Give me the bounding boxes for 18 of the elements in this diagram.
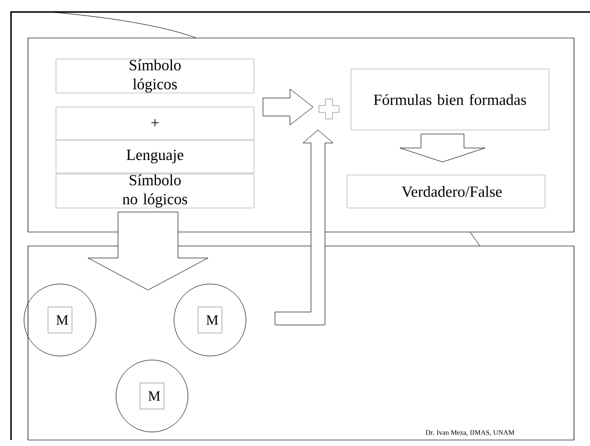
letter-box: M — [140, 382, 164, 410]
circle — [174, 284, 246, 356]
plus-sign — [318, 98, 340, 120]
text-box: + — [56, 106, 254, 140]
block-arrow — [262, 88, 314, 126]
letter-box: M — [48, 306, 72, 334]
circle — [116, 360, 188, 432]
letter-box: M — [198, 306, 222, 334]
block-arrow — [88, 212, 208, 290]
text-box: Verdadero/False — [346, 174, 546, 208]
text-box: Símbolo lógicos — [56, 58, 254, 94]
text-box: Símbolo no lógicos — [56, 174, 254, 208]
block-arrow — [400, 134, 486, 162]
panel-box — [28, 246, 574, 440]
text-box: Lenguaje — [56, 140, 254, 174]
block-arrow — [274, 130, 334, 326]
text-box: Fórmulas bien formadas — [350, 68, 550, 130]
circle — [24, 284, 96, 356]
